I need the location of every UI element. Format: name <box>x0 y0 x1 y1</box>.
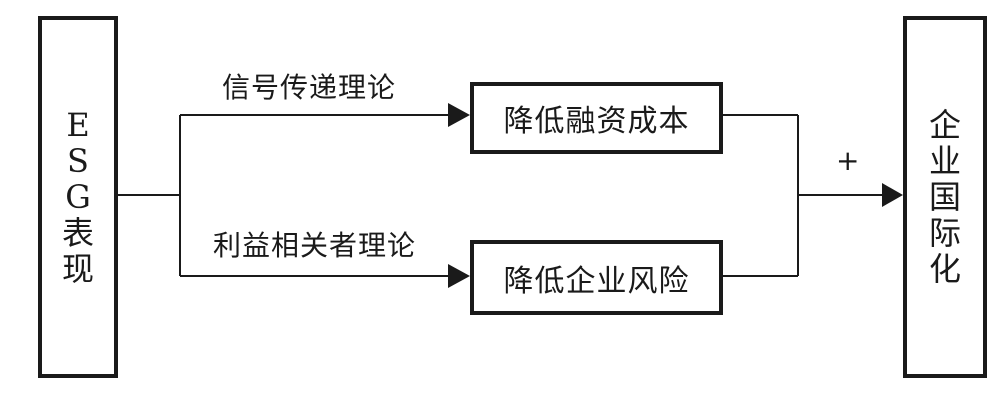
internationalization-char: 企 <box>928 106 961 144</box>
internationalization-box: 企 业 国 际 化 <box>903 16 987 378</box>
reduce-financing-cost-label: 降低融资成本 <box>503 104 690 139</box>
internationalization-char: 业 <box>928 142 961 180</box>
internationalization-char: 化 <box>928 250 961 288</box>
reduce-enterprise-risk-box: 降低企业风险 <box>470 240 723 315</box>
top-branch-arrowhead <box>448 103 470 127</box>
esg-char: G <box>65 178 91 216</box>
internationalization-char: 际 <box>928 214 961 252</box>
stakeholder-theory-label: 利益相关者理论 <box>213 229 417 262</box>
reduce-enterprise-risk-label: 降低企业风险 <box>503 263 690 299</box>
bottom-branch-arrowhead <box>448 264 470 288</box>
positive-effect-sign: + <box>836 144 861 177</box>
esg-performance-box: E S G 表 现 <box>38 16 118 378</box>
esg-char: 表 <box>61 214 94 252</box>
output-arrowhead <box>882 183 903 207</box>
internationalization-char: 国 <box>928 178 961 216</box>
reduce-financing-cost-box: 降低融资成本 <box>470 82 723 154</box>
esg-char: 现 <box>61 250 94 288</box>
signaling-theory-label: 信号传递理论 <box>222 71 397 104</box>
esg-char: E <box>66 106 90 144</box>
esg-char: S <box>67 142 89 180</box>
